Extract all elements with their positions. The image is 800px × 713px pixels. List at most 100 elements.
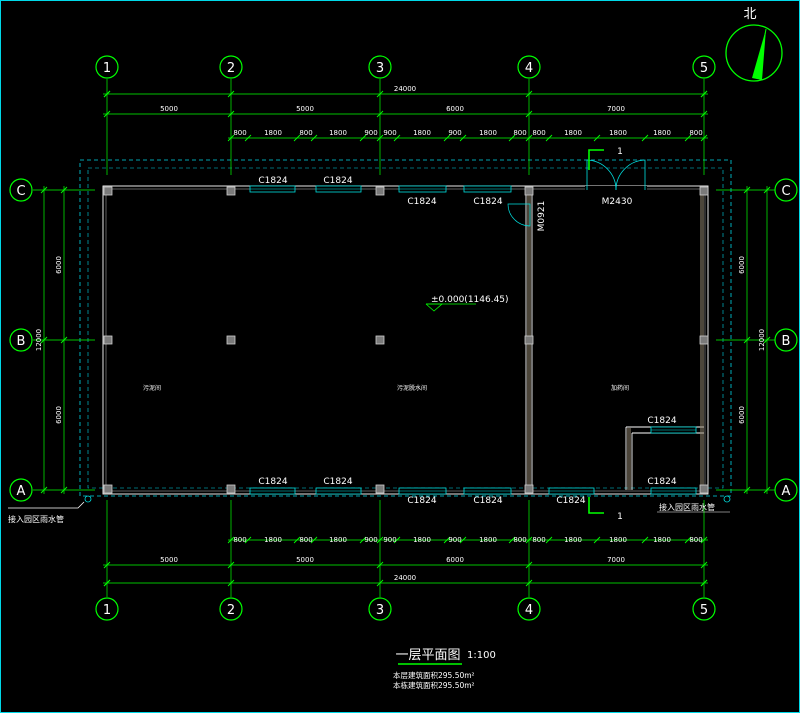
floor-area-line: 本层建筑面积295.50m² — [393, 670, 475, 680]
room-label-sludge: 污泥间 — [143, 384, 161, 392]
window-label: C1824 — [647, 416, 676, 426]
dim-detail-top: 1800 — [329, 129, 347, 137]
axis-label-col-3-bottom: 3 — [376, 603, 384, 618]
axis-bubbles — [9, 55, 798, 621]
rain-pipe-note-left: 接入园区雨水管 — [8, 514, 64, 524]
window-label: C1824 — [407, 496, 436, 506]
dim-detail-top: 900 — [448, 129, 461, 137]
dim-detail-top: 1800 — [653, 129, 671, 137]
dimension-tick — [310, 134, 318, 142]
dimension-tick — [244, 536, 252, 544]
dim-detail-bottom: 1800 — [264, 536, 282, 544]
dimension-tick — [545, 134, 553, 142]
axis-label-col-3-top: 3 — [376, 61, 384, 76]
dim-detail-bottom: 800 — [299, 536, 312, 544]
dim-detail-bottom: 1800 — [653, 536, 671, 544]
axis-label-row-c-right: C — [781, 184, 790, 199]
dim-total-bottom: 24000 — [394, 574, 416, 582]
dimension-tick — [60, 336, 68, 344]
dim-total-top: 24000 — [394, 85, 416, 93]
dim-bay-1-top: 5000 — [160, 105, 178, 113]
drawing-title: 一层平面图 — [395, 648, 460, 663]
axis-label-col-1-top: 1 — [103, 61, 111, 76]
axis-label-col-4-bottom: 4 — [525, 603, 533, 618]
axis-label-col-1-bottom: 1 — [103, 603, 111, 618]
dimension-tick — [227, 536, 235, 544]
dimension-tick — [459, 536, 467, 544]
dimension-tick — [60, 186, 68, 194]
section-markers — [588, 149, 604, 514]
dimension-tick — [293, 134, 301, 142]
room-label-dosing: 加药间 — [611, 384, 629, 392]
dimension-tick — [700, 90, 708, 98]
dim-detail-bottom: 800 — [233, 536, 246, 544]
dim-vertical-total-left: 12000 — [35, 329, 43, 351]
dim-bay-3-top: 6000 — [446, 105, 464, 113]
axis-label-col-4-top: 4 — [525, 61, 533, 76]
window-label: C1824 — [647, 477, 676, 487]
window-label: C1824 — [323, 176, 352, 186]
detail-dims-top: 800 1800 800 1800 900 900 1800 900 1800 … — [233, 129, 702, 137]
window-label: C1824 — [407, 197, 436, 207]
axis-label-row-a-left: A — [17, 484, 26, 499]
dimension-tick — [525, 110, 533, 118]
dimension-tick — [393, 536, 401, 544]
dim-detail-bottom: 900 — [448, 536, 461, 544]
dim-vertical-bay-2-right: 6000 — [738, 406, 746, 424]
dimension-tick — [227, 134, 235, 142]
dimension-tick — [40, 336, 48, 344]
room-label-dewatering: 污泥脱水间 — [397, 384, 427, 392]
dimension-tick — [103, 561, 111, 569]
detail-dims-bottom: 800 1800 800 1800 900 900 1800 900 1800 … — [233, 536, 702, 544]
dimension-tick — [40, 186, 48, 194]
dimension-tick — [310, 536, 318, 544]
window-label: C1824 — [323, 477, 352, 487]
dimension-tick — [700, 536, 708, 544]
dimension-tick — [700, 561, 708, 569]
north-arrow-icon — [725, 24, 783, 82]
section-mark-top: 1 — [617, 147, 623, 157]
dim-bay-4-top: 7000 — [607, 105, 625, 113]
dim-vertical-bay-1-right: 6000 — [738, 256, 746, 274]
dim-bay-2-top: 5000 — [296, 105, 314, 113]
dimension-tick — [525, 579, 533, 587]
dimension-tick — [684, 536, 692, 544]
axis-label-row-a-right: A — [782, 484, 791, 499]
window-label: C1824 — [556, 496, 585, 506]
dim-detail-top: 1800 — [609, 129, 627, 137]
window-label: C1824 — [258, 176, 287, 186]
axis-label-col-2-bottom: 2 — [227, 603, 235, 618]
dimension-tick — [376, 90, 384, 98]
dim-detail-top: 900 — [383, 129, 396, 137]
dimension-tick — [641, 134, 649, 142]
dimension-tick — [359, 536, 367, 544]
dimension-tick — [763, 486, 771, 494]
dim-vertical-bay-1-left: 6000 — [55, 256, 63, 274]
dim-detail-bottom: 800 — [513, 536, 526, 544]
window-label: C1824 — [473, 197, 502, 207]
dim-detail-top: 1800 — [479, 129, 497, 137]
dim-detail-top: 800 — [513, 129, 526, 137]
door-label-main: M2430 — [602, 197, 633, 207]
dimension-tick — [763, 186, 771, 194]
dimension-tick — [743, 486, 751, 494]
dimension-tick — [508, 536, 516, 544]
dimension-tick — [393, 134, 401, 142]
north-label: 北 — [743, 7, 756, 22]
dimension-ticks — [40, 90, 771, 587]
axis-label-col-5-bottom: 5 — [700, 603, 708, 618]
dimension-tick — [227, 90, 235, 98]
section-mark-bottom: 1 — [617, 512, 623, 522]
dashed-outline — [79, 159, 732, 497]
dimension-tick — [293, 536, 301, 544]
axis-label-col-5-top: 5 — [700, 61, 708, 76]
axis-label-row-b-left: B — [17, 334, 26, 349]
elevation-marker — [425, 303, 476, 312]
dim-detail-bottom: 1800 — [479, 536, 497, 544]
dimension-tick — [376, 561, 384, 569]
dimension-tick — [525, 536, 533, 544]
wall-tone — [527, 190, 704, 490]
dim-detail-bottom: 1800 — [329, 536, 347, 544]
dimension-tick — [376, 134, 384, 142]
